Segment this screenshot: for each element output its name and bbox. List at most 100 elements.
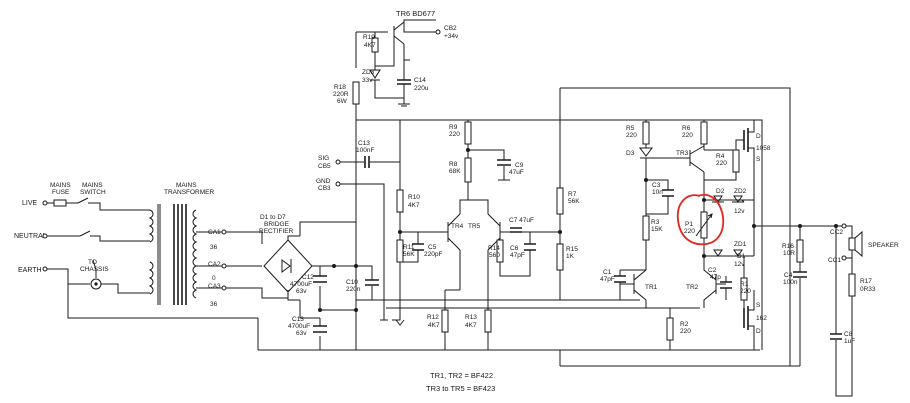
bridge-label-2: BRIDGE bbox=[264, 221, 290, 228]
tr4-label: TR4 bbox=[451, 223, 464, 230]
lower-part-label: 162 bbox=[756, 315, 767, 322]
r2-label: R2 bbox=[680, 321, 689, 328]
r18-watts: 6W bbox=[337, 98, 348, 105]
r13-value: 4K7 bbox=[465, 322, 477, 329]
bridge-rectifier: D1 to D7 BRIDGE RECTIFIER bbox=[259, 214, 334, 301]
r19-label: R19 bbox=[363, 34, 375, 41]
r7-resistor bbox=[556, 187, 564, 215]
tr6-label: TR6 BD677 bbox=[396, 9, 435, 18]
tap-36b-label: 36 bbox=[210, 301, 218, 308]
r11-label: R11 bbox=[403, 244, 415, 251]
tr3-label: TR3 bbox=[676, 150, 689, 157]
r6-value: 220 bbox=[682, 132, 693, 139]
lower-drain-label: D bbox=[756, 328, 761, 335]
c1-label: C1 bbox=[603, 269, 612, 276]
chassis-label-1: TO bbox=[88, 259, 97, 266]
r16-label: R16 bbox=[782, 243, 794, 250]
r11-value: 56K bbox=[403, 251, 415, 258]
r12-resistor bbox=[441, 309, 449, 333]
r6-label: R6 bbox=[682, 125, 691, 132]
tr1-label: TR1 bbox=[645, 284, 658, 291]
cc1-label: CC1 bbox=[828, 257, 841, 264]
c8-value: 1uF bbox=[844, 338, 855, 345]
tap-0-label: 0 bbox=[212, 275, 216, 282]
mains-switch-live bbox=[77, 197, 89, 204]
cb2-label: CB2 bbox=[444, 25, 457, 32]
ca2-label: CA2 bbox=[208, 261, 221, 268]
earth-label: EARTH bbox=[18, 267, 42, 274]
cc2-label: CC2 bbox=[830, 229, 843, 236]
highlight-circle bbox=[676, 193, 725, 246]
live-terminal bbox=[42, 200, 48, 206]
r8-value: 68K bbox=[449, 168, 461, 175]
mains-input: LIVE NEUTRAL EARTH MAINS FUSE MAINS SWIT… bbox=[14, 182, 289, 319]
r18-label: R18 bbox=[334, 84, 346, 91]
zd2-zener bbox=[732, 195, 745, 203]
r10-value: 4K7 bbox=[408, 202, 420, 209]
sig-label: SIG bbox=[318, 155, 329, 162]
zd3-label: ZD3 bbox=[362, 69, 375, 76]
mains-transformer bbox=[148, 204, 222, 305]
c9-value: 47uF bbox=[509, 169, 524, 176]
live-label: LIVE bbox=[22, 200, 38, 207]
r13-resistor bbox=[484, 309, 492, 333]
r10-resistor bbox=[396, 189, 404, 213]
tr2-transistor bbox=[703, 256, 726, 308]
r18-value: 220R bbox=[333, 91, 349, 98]
c5-value: 220pF bbox=[424, 251, 442, 258]
c13-value: 4700uF bbox=[288, 323, 310, 330]
tr3-transistor bbox=[646, 145, 705, 180]
r17-resistor bbox=[848, 273, 856, 297]
r14-value: 560 bbox=[489, 252, 500, 259]
r17-value: 0R33 bbox=[860, 286, 876, 293]
fuse-label-2: FUSE bbox=[52, 189, 70, 196]
r8-resistor bbox=[464, 157, 472, 183]
ca3-label: CA3 bbox=[208, 283, 221, 290]
c8-label: C8 bbox=[844, 331, 853, 338]
r13-label: R13 bbox=[465, 314, 477, 321]
tap-36a-label: 36 bbox=[210, 244, 218, 251]
c2-value: 47p bbox=[710, 274, 721, 281]
r12-value: 4K7 bbox=[428, 322, 440, 329]
tr1-transistor bbox=[620, 269, 647, 308]
chassis-label-2: CHASSIS bbox=[80, 266, 109, 273]
r16-value: 10R bbox=[783, 250, 795, 257]
r16-resistor bbox=[796, 239, 804, 263]
note-tr3-tr5: TR3 to TR5 = BF423 bbox=[426, 384, 495, 393]
mosfet-lower bbox=[743, 290, 755, 350]
neutral-label: NEUTRAL bbox=[14, 233, 47, 240]
output-load: R16 10R C4 100n CC2 CC1 SPEAKER R17 0R33… bbox=[782, 223, 899, 397]
c14-label: C14 bbox=[414, 77, 426, 84]
c13-input-label: C13 bbox=[358, 140, 370, 147]
r6-resistor bbox=[700, 121, 708, 145]
cb3-label: CB3 bbox=[318, 185, 331, 192]
d2-label: D2 bbox=[716, 188, 725, 195]
r4-resistor bbox=[732, 149, 740, 173]
switch-label-1: MAINS bbox=[82, 182, 103, 189]
r2-resistor bbox=[666, 317, 674, 341]
r5-resistor bbox=[642, 121, 650, 145]
transformer-label-2: TRANSFORMER bbox=[164, 189, 215, 196]
zd1-zener bbox=[732, 249, 744, 257]
r5-value: 220 bbox=[626, 132, 637, 139]
mains-fuse bbox=[53, 199, 67, 207]
c10-value: 220n bbox=[346, 286, 361, 293]
tr2-label: TR2 bbox=[686, 284, 699, 291]
r9-value: 220 bbox=[449, 131, 460, 138]
upper-drain-label: D bbox=[756, 133, 761, 140]
upper-source-label: S bbox=[756, 156, 761, 163]
zd3-value: 33v bbox=[362, 77, 373, 84]
c7-label: C7 47uF bbox=[509, 217, 534, 224]
r7-value: 56K bbox=[568, 198, 580, 205]
r9-label: R9 bbox=[449, 124, 458, 131]
cb2-voltage: +34v bbox=[444, 33, 459, 40]
c13-input-value: 100nF bbox=[356, 147, 374, 154]
upper-part-label: 1058 bbox=[756, 145, 771, 152]
r4-label: R4 bbox=[716, 153, 725, 160]
speaker bbox=[848, 237, 856, 251]
r10-label: R10 bbox=[408, 194, 420, 201]
note-tr1-tr2: TR1, TR2 = BF422 bbox=[430, 371, 493, 380]
transformer-label-1: MAINS bbox=[176, 182, 197, 189]
c4-label: C4 bbox=[784, 272, 793, 279]
